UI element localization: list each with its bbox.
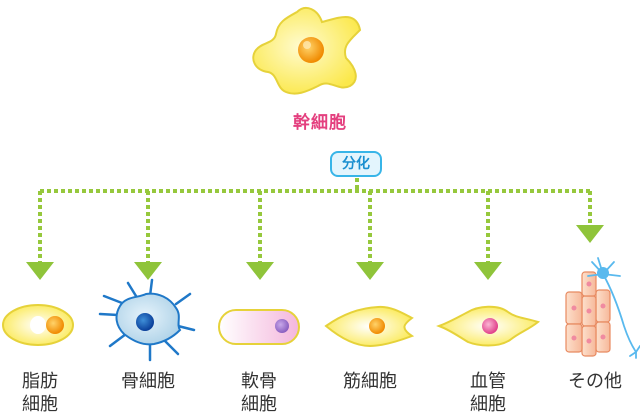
vascular-cell-label-line2: 細胞 xyxy=(470,394,506,415)
arrowhead-icon xyxy=(576,225,604,243)
stem-cell-label: 幹細胞 xyxy=(293,113,347,133)
muscle-cell-label: 筋細胞 xyxy=(330,370,410,393)
vascular-cell-label: 血管 細胞 xyxy=(448,370,528,416)
cartilage-cell-label-line2: 細胞 xyxy=(241,394,277,415)
muscle-cell-icon xyxy=(324,305,415,348)
stem-cell-icon xyxy=(252,7,362,95)
arrowhead-icon xyxy=(356,262,384,280)
arrowhead-icon xyxy=(134,262,162,280)
cartilage-cell-icon xyxy=(218,309,300,345)
bone-cell-label: 骨細胞 xyxy=(108,370,188,393)
vascular-cell-icon xyxy=(436,305,541,347)
fat-cell-icon xyxy=(2,304,74,346)
other-cells-icon xyxy=(565,257,640,359)
arrowhead-icon xyxy=(474,262,502,280)
fat-cell-label-line2: 細胞 xyxy=(22,394,58,415)
cartilage-cell-label-line1: 軟骨 xyxy=(241,371,277,392)
connector-lines xyxy=(38,178,592,262)
arrowheads xyxy=(26,225,604,280)
muscle-cell-label-line1: 筋細胞 xyxy=(343,371,397,392)
fat-cell-label: 脂肪 細胞 xyxy=(0,370,80,416)
bone-cell-icon xyxy=(98,278,196,362)
other-cells-label-line1: その他 xyxy=(568,371,622,392)
differentiation-label: 分化 xyxy=(342,156,370,172)
bone-cell-label-line1: 骨細胞 xyxy=(121,371,175,392)
differentiation-badge: 分化 xyxy=(330,151,382,177)
cartilage-cell-label: 軟骨 細胞 xyxy=(219,370,299,416)
arrowhead-icon xyxy=(246,262,274,280)
fat-cell-label-line1: 脂肪 xyxy=(22,371,58,392)
other-cells-label: その他 xyxy=(555,370,635,393)
arrowhead-icon xyxy=(26,262,54,280)
vascular-cell-label-line1: 血管 xyxy=(470,371,506,392)
